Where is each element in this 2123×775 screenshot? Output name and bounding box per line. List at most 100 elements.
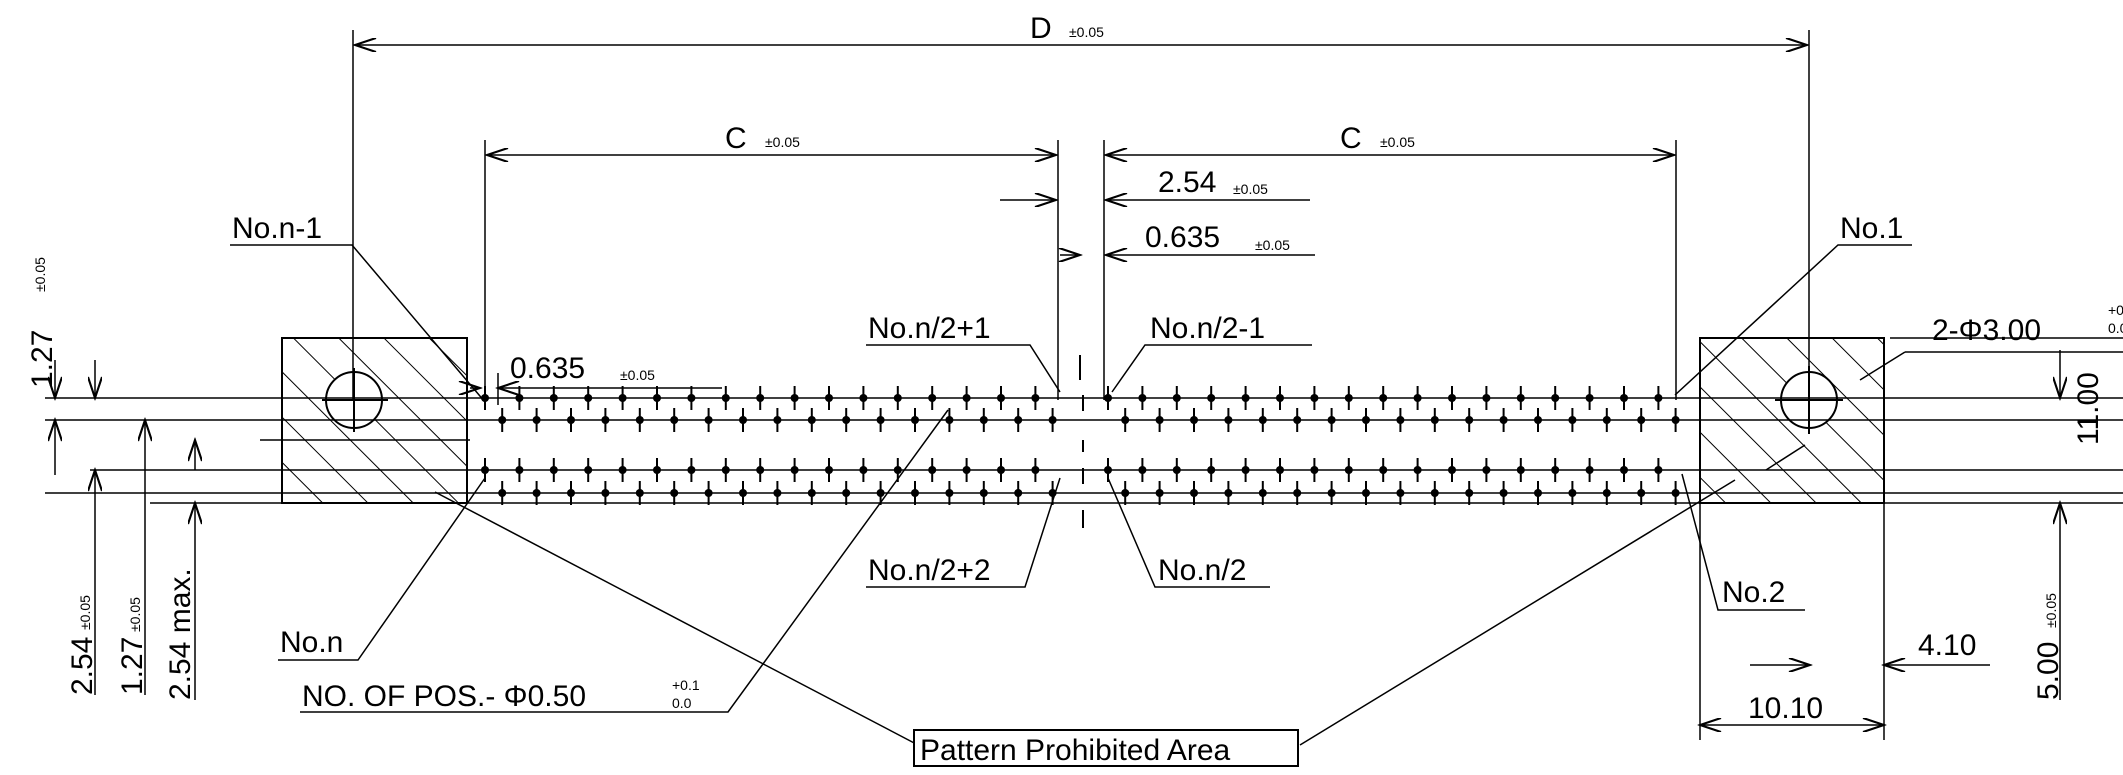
pin-hole (1293, 489, 1302, 497)
dim-c-left-tolerance: ±0.05 (765, 134, 800, 150)
dim-pitch-0635-label: 0.635 (510, 352, 585, 385)
dim-right-hole-tol-lower: 0.0 (2108, 320, 2123, 336)
prohibited-area-label: Pattern Prohibited Area (920, 734, 1231, 767)
pin-hole (1104, 466, 1112, 474)
pin-pad-rows (481, 386, 1680, 505)
pin-hole (842, 416, 851, 424)
pin-hole (1172, 394, 1181, 402)
pin-hole (1031, 394, 1040, 402)
pin-hole (584, 394, 593, 402)
pin-hole (1190, 489, 1198, 497)
pin-hole (893, 466, 902, 474)
pin-hole (721, 466, 730, 474)
dim-left-254max-label: 2.54 max. (164, 568, 197, 700)
pin-hole (1362, 416, 1370, 424)
pin-hole (618, 394, 627, 402)
pin-hole (1121, 489, 1130, 497)
pin-hole (842, 489, 851, 497)
prohibited-area-box (913, 729, 1299, 767)
pin-hole (1014, 416, 1023, 424)
dim-right-hole-tol-upper: +0.1 (2108, 302, 2123, 318)
dim-right-500-label: 5.00 (2032, 642, 2065, 700)
pin-hole (1396, 489, 1405, 497)
holes-note-tol-upper: +0.1 (672, 677, 700, 693)
pin-hole (979, 489, 988, 497)
pin-hole (567, 416, 575, 424)
pin-hole (481, 466, 489, 474)
pin-hole (1654, 466, 1663, 474)
dim-gap-0635-tolerance: ±0.05 (1255, 237, 1290, 253)
pin-hole (1396, 416, 1405, 424)
pin-hole (1482, 466, 1491, 474)
pin-hole (1155, 416, 1164, 424)
pin-hole (1293, 416, 1302, 424)
dim-left-254-label: 2.54 (66, 637, 99, 695)
pin-hole (1534, 416, 1542, 424)
pin-hole (601, 489, 610, 497)
dim-left-254-tolerance: ±0.05 (77, 595, 93, 630)
dim-right-410-label: 4.10 (1918, 629, 1976, 662)
pin-hole (756, 394, 765, 402)
pin-hole (1207, 394, 1216, 402)
pin-hole (1516, 394, 1525, 402)
pin-hole (653, 466, 661, 474)
pin-hole (773, 489, 782, 497)
pin-hole (893, 394, 902, 402)
pin-hole (1551, 466, 1560, 474)
pin-hole (1276, 466, 1284, 474)
pin-hole (1310, 466, 1319, 474)
pin-callout-no-n: No.n (280, 626, 343, 659)
pin-hole (756, 466, 765, 474)
right-dimensions (1700, 337, 2123, 740)
dim-d-tolerance: ±0.05 (1069, 24, 1104, 40)
dimension-gap-0635: 0.635 ±0.05 (1060, 221, 1315, 255)
pin-hole (1327, 489, 1336, 497)
pin-hole (1448, 394, 1456, 402)
pin-hole (773, 416, 782, 424)
pin-callout-no-1: No.1 (1840, 212, 1903, 245)
pin-hole (635, 489, 644, 497)
pin-hole (1516, 466, 1525, 474)
pin-hole (1379, 394, 1388, 402)
pin-hole (1031, 466, 1040, 474)
pin-hole (584, 466, 593, 474)
dim-right-500-tolerance: ±0.05 (2043, 593, 2059, 628)
pin-hole (1448, 466, 1456, 474)
pin-callout-no-2: No.2 (1722, 576, 1785, 609)
pin-hole (670, 489, 679, 497)
pin-hole (1671, 489, 1680, 497)
pin-hole (1138, 394, 1147, 402)
pin-hole (687, 466, 696, 474)
dim-right-1100-label: 11.00 (2072, 372, 2105, 445)
dim-c-right-label: C (1340, 122, 1362, 155)
pin-hole (1155, 489, 1164, 497)
pin-hole (567, 489, 575, 497)
pin-callout-n-half-plus-2: No.n/2+2 (868, 554, 991, 587)
pin-hole (962, 394, 971, 402)
pin-hole (1276, 394, 1284, 402)
pin-hole (1620, 466, 1628, 474)
pin-hole (515, 466, 524, 474)
dim-c-right-tolerance: ±0.05 (1380, 134, 1415, 150)
pin-hole (1465, 416, 1474, 424)
pin-hole (1499, 416, 1508, 424)
pin-hole (1585, 466, 1594, 474)
left-vertical-dimensions (55, 360, 195, 700)
dim-gap-0635-label: 0.635 (1145, 221, 1220, 254)
pin-hole (1482, 394, 1491, 402)
pin-hole (1224, 489, 1233, 497)
pin-hole (1258, 489, 1267, 497)
pin-hole (532, 416, 541, 424)
pin-hole (1585, 394, 1594, 402)
pin-hole (704, 416, 713, 424)
pin-hole (790, 466, 799, 474)
pin-hole (1602, 489, 1611, 497)
pin-hole (876, 489, 885, 497)
pin-hole (1172, 466, 1181, 474)
pin-hole (1362, 489, 1370, 497)
dim-right-hole-label: 2-Φ3.00 (1932, 314, 2041, 347)
pin-hole (928, 394, 937, 402)
dim-left-127b-tolerance: ±0.05 (127, 597, 143, 632)
pin-hole (704, 489, 713, 497)
